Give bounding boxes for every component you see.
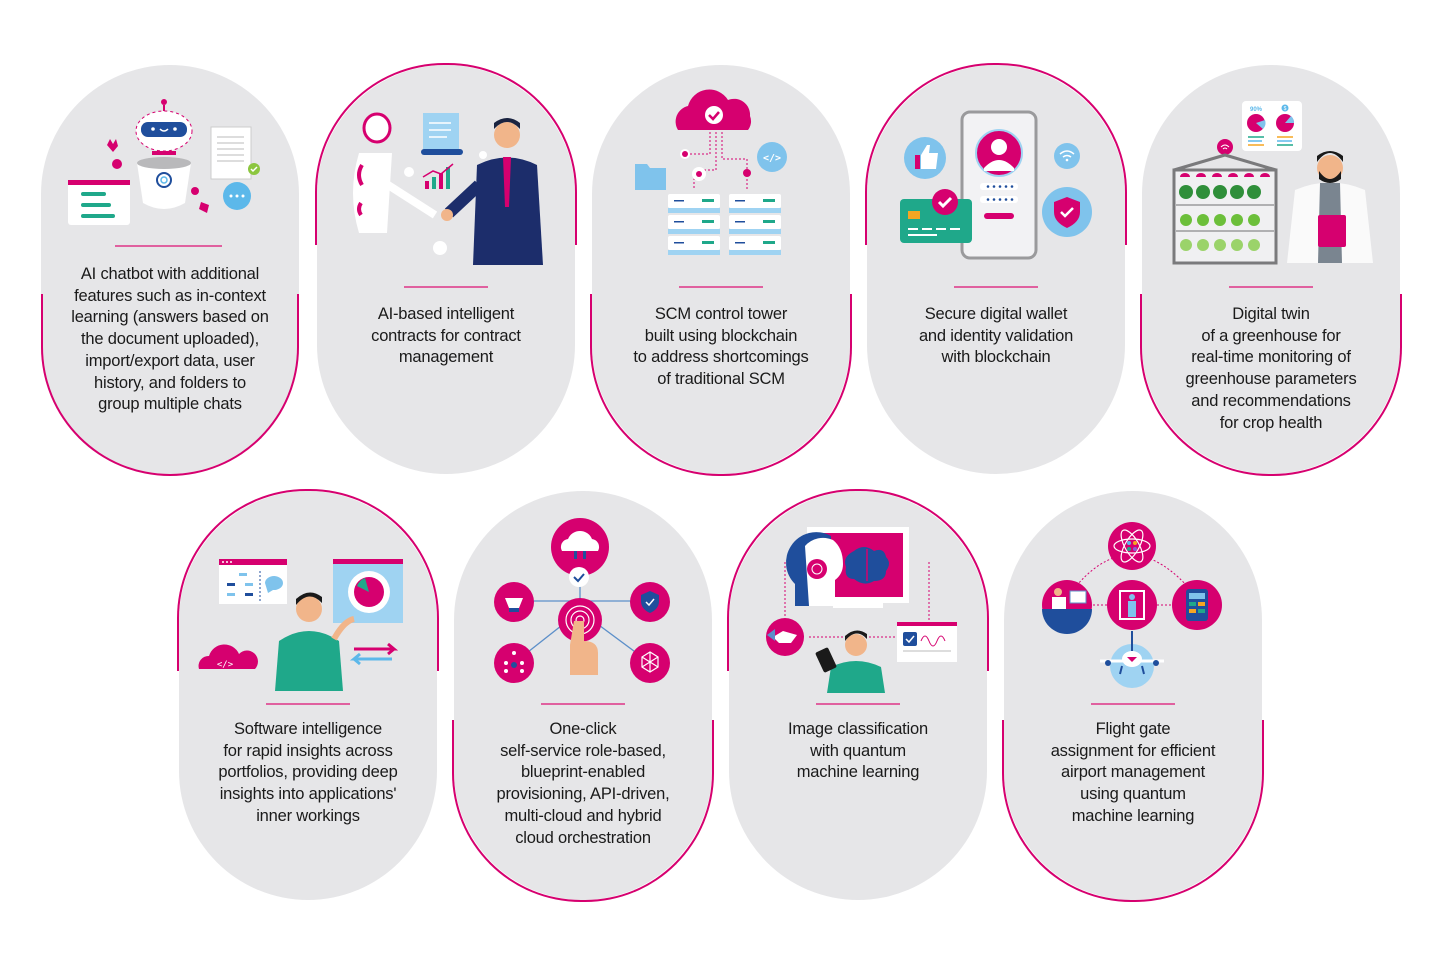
text-line: insights into applications' — [219, 785, 397, 804]
robot-chatbot-icon — [41, 65, 299, 280]
text-line: history, and folders to — [94, 373, 246, 392]
text-line: group multiple chats — [98, 395, 242, 414]
card-description: Digital twin of a greenhouse for real-ti… — [1152, 304, 1390, 434]
card-digital-wallet: Secure digital wallet and identity valid… — [865, 63, 1127, 474]
text-line: self-service role-based, — [500, 741, 666, 760]
text-line: Digital twin — [1232, 305, 1310, 323]
text-line: with blockchain — [941, 348, 1051, 367]
text-line: greenhouse parameters — [1185, 370, 1357, 389]
divider — [1229, 286, 1313, 288]
card-flight-gate: Flight gate assignment for efficient air… — [1002, 491, 1264, 902]
text-line: management — [398, 348, 494, 367]
text-line: features such as in-context — [74, 286, 266, 305]
developer-dashboard-icon: </> — [179, 491, 437, 706]
text-line: portfolios, providing deep — [218, 763, 398, 782]
card-description: One-click self-service role-based, bluep… — [464, 719, 702, 849]
text-line: Software intelligence — [233, 720, 383, 738]
ai-brain-tablet-icon — [729, 491, 987, 706]
card-description: Image classification with quantum machin… — [739, 719, 977, 784]
text-line: built using blockchain — [644, 326, 798, 345]
svg-text:</>: </> — [763, 153, 781, 164]
cloud-servers-icon: </> — [592, 65, 850, 280]
text-line: Flight gate — [1095, 720, 1171, 738]
card-description: AI-based intelligent contracts for contr… — [327, 304, 565, 369]
robot-handshake-icon — [317, 65, 575, 280]
divider — [1091, 703, 1175, 705]
text-line: multi-cloud and hybrid — [504, 806, 662, 825]
text-line: machine learning — [796, 763, 920, 782]
divider — [679, 286, 763, 288]
text-line: provisioning, API-driven, — [496, 785, 670, 804]
text-line: machine learning — [1071, 806, 1195, 825]
divider — [816, 703, 900, 705]
text-line: of traditional SCM — [657, 370, 785, 389]
airport-quantum-icon — [1004, 491, 1262, 706]
divider — [541, 703, 625, 705]
text-line: airport management — [1060, 763, 1206, 782]
text-line: Image classification — [788, 720, 928, 738]
card-description: Secure digital wallet and identity valid… — [877, 304, 1115, 369]
text-line: Secure digital wallet — [924, 305, 1068, 323]
chart-label-percent: 90% — [1250, 107, 1263, 113]
text-line: cloud orchestration — [515, 828, 651, 847]
greenhouse-scientist-icon: 90% $ — [1142, 65, 1400, 280]
text-line: AI-based intelligent — [377, 305, 515, 323]
text-line: AI chatbot with additional — [80, 265, 260, 283]
card-description: Software intelligence for rapid insights… — [189, 719, 427, 828]
text-line: real-time monitoring of — [1191, 348, 1351, 367]
text-line: with quantum — [810, 741, 906, 760]
code-tag: </> — [217, 660, 234, 670]
divider — [404, 286, 488, 288]
card-image-classification: Image classification with quantum machin… — [727, 489, 989, 900]
cloud-hub-touch-icon — [454, 491, 712, 706]
text-line: of a greenhouse for — [1201, 326, 1341, 345]
text-line: and identity validation — [918, 326, 1074, 345]
text-line: inner workings — [256, 806, 360, 825]
card-description: Flight gate assignment for efficient air… — [1014, 719, 1252, 828]
text-line: to address shortcomings — [633, 348, 809, 367]
card-software-intelligence: </> Software intelligence for rapid insi… — [177, 489, 439, 900]
text-line: for rapid insights across — [223, 741, 393, 760]
text-line: and recommendations — [1191, 391, 1351, 410]
divider — [954, 286, 1038, 288]
text-line: the document uploaded), — [81, 330, 259, 349]
text-line: import/export data, user — [85, 351, 255, 370]
card-description: AI chatbot with additional features such… — [51, 264, 289, 416]
card-scm-control-tower: </> SCM control tower built using blockc… — [590, 65, 852, 476]
text-line: for crop health — [1219, 413, 1323, 432]
text-line: One-click — [549, 720, 617, 738]
card-greenhouse-twin: 90% $ Digital t — [1140, 65, 1402, 476]
text-line: learning (answers based on — [71, 308, 269, 327]
text-line: SCM control tower — [654, 305, 788, 323]
card-one-click-provisioning: One-click self-service role-based, bluep… — [452, 491, 714, 902]
card-ai-chatbot: AI chatbot with additional features such… — [41, 65, 299, 476]
text-line: using quantum — [1080, 785, 1186, 804]
card-intelligent-contracts: AI-based intelligent contracts for contr… — [315, 63, 577, 474]
text-line: assignment for efficient — [1050, 741, 1216, 760]
phone-wallet-icon — [867, 65, 1125, 280]
card-description: SCM control tower built using blockchain… — [602, 304, 840, 391]
divider — [266, 703, 350, 705]
text-line: contracts for contract — [371, 326, 521, 345]
text-line: blueprint-enabled — [520, 763, 646, 782]
chart-label-currency: $ — [1284, 106, 1287, 112]
divider — [115, 245, 222, 247]
